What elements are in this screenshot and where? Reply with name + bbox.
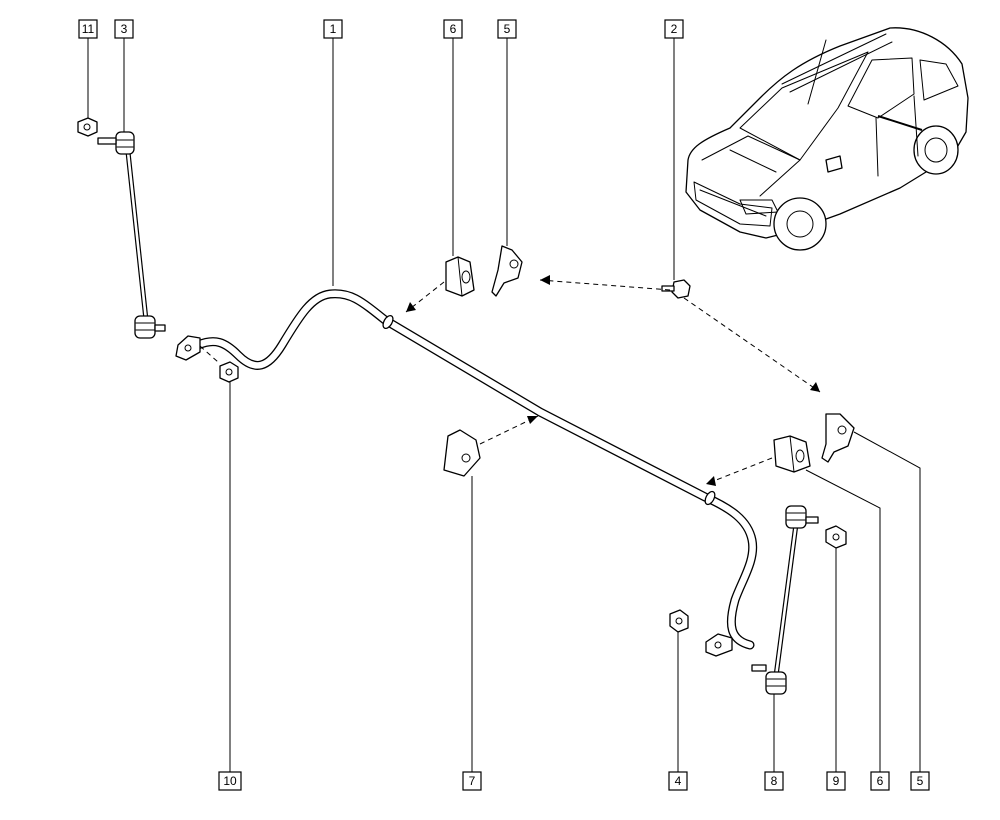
drop-link-left-top-joint [97,131,135,155]
assembly-arrows [405,275,821,486]
svg-text:6: 6 [450,22,457,36]
callout-9: 9 [826,771,846,791]
anti-roll-bar [193,289,758,650]
callout-7: 7 [462,771,482,791]
nut-9 [825,525,847,549]
drop-link-right [751,505,819,695]
nut-11 [77,117,98,137]
callout-4: 4 [668,771,688,791]
bar-ring-left [382,314,394,330]
drop-link-right-top-joint [785,505,819,529]
bush-6-bottom [773,435,811,473]
callout-5-bottom: 5 [910,771,930,791]
svg-text:9: 9 [833,774,840,788]
vehicle-illustration [685,27,969,251]
clamp-right [705,633,733,657]
svg-text:10: 10 [223,774,237,788]
drop-link-left [97,131,166,339]
svg-text:5: 5 [504,22,511,36]
drop-link-right-bottom-joint [751,664,787,695]
svg-text:5: 5 [917,774,924,788]
leader-6-bottom [805,469,881,772]
callout-2: 2 [664,19,684,39]
bracket-5-top [491,245,523,297]
callout-8: 8 [764,771,784,791]
callout-3: 3 [114,19,134,39]
svg-text:1: 1 [330,22,337,36]
svg-text:3: 3 [121,22,128,36]
svg-text:4: 4 [675,774,682,788]
bolt-2 [661,279,691,299]
nut-4 [669,609,689,633]
callout-1: 1 [323,19,343,39]
leader-5-bottom [853,431,921,772]
bush-6-top [445,256,475,297]
callout-10: 10 [218,771,242,791]
svg-text:8: 8 [771,774,778,788]
bar-ring-right [704,490,716,506]
callout-6-top: 6 [443,19,463,39]
svg-text:2: 2 [671,22,678,36]
svg-text:7: 7 [469,774,476,788]
svg-text:6: 6 [877,774,884,788]
svg-text:11: 11 [82,22,95,36]
bracket-5-bottom [821,413,855,463]
clamp-left [175,335,219,363]
callout-6-bottom: 6 [870,771,890,791]
leader-lines [87,38,921,772]
nut-10 [219,361,239,383]
bush-7 [443,429,481,477]
drop-link-left-bottom-joint [134,315,166,339]
callout-5-top: 5 [497,19,517,39]
callout-11: 11 [78,19,98,39]
